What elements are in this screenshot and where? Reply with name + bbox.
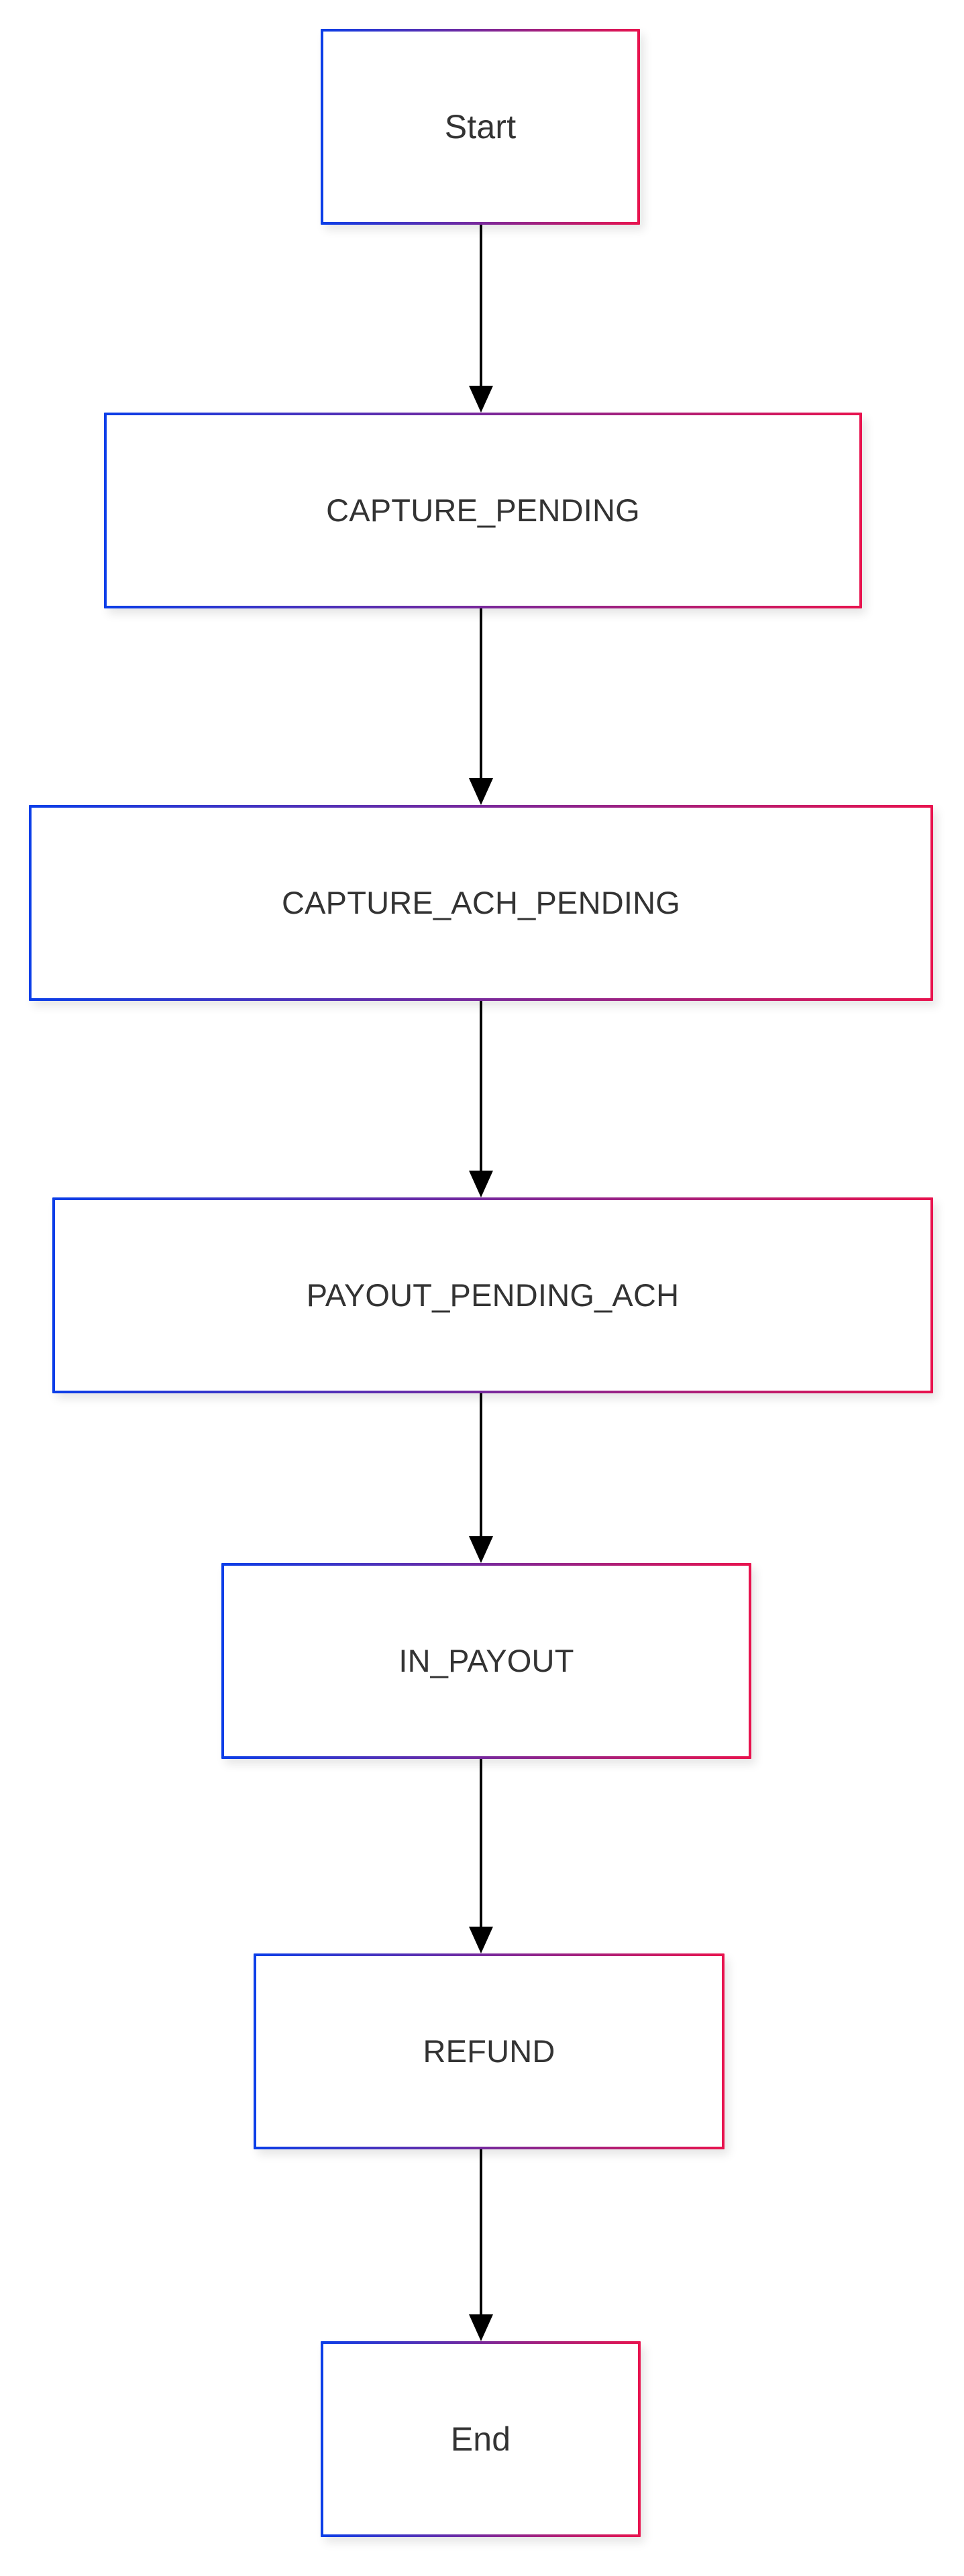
node-capture_ach_pending[interactable]: CAPTURE_ACH_PENDING: [29, 805, 933, 1001]
node-payout_pending_ach[interactable]: PAYOUT_PENDING_ACH: [52, 1197, 933, 1393]
node-label-start: Start: [444, 107, 517, 146]
node-label-capture_ach_pending: CAPTURE_ACH_PENDING: [281, 885, 681, 921]
edge-refund-to-end: [469, 2149, 493, 2341]
node-label-capture_pending: CAPTURE_PENDING: [326, 492, 640, 529]
edge-arrowhead-icon: [469, 1171, 493, 1197]
node-in_payout[interactable]: IN_PAYOUT: [221, 1563, 751, 1759]
edge-arrowhead-icon: [469, 1536, 493, 1563]
edge-start-to-capture_pending: [469, 225, 493, 413]
edge-in_payout-to-refund: [469, 1759, 493, 1953]
node-label-payout_pending_ach: PAYOUT_PENDING_ACH: [306, 1277, 680, 1313]
node-capture_pending[interactable]: CAPTURE_PENDING: [104, 413, 862, 608]
edge-capture_pending-to-capture_ach_pending: [469, 608, 493, 805]
edge-capture_ach_pending-to-payout_pending_ach: [469, 1001, 493, 1197]
node-label-in_payout: IN_PAYOUT: [398, 1643, 574, 1679]
edge-arrowhead-icon: [469, 778, 493, 805]
edge-arrowhead-icon: [469, 386, 493, 413]
node-end[interactable]: End: [321, 2341, 641, 2537]
node-label-end: End: [450, 2420, 511, 2458]
edge-payout_pending_ach-to-in_payout: [469, 1393, 493, 1563]
edge-arrowhead-icon: [469, 1927, 493, 1953]
node-start[interactable]: Start: [321, 29, 640, 225]
edge-arrowhead-icon: [469, 2314, 493, 2341]
node-refund[interactable]: REFUND: [254, 1953, 725, 2149]
node-label-refund: REFUND: [423, 2033, 555, 2070]
